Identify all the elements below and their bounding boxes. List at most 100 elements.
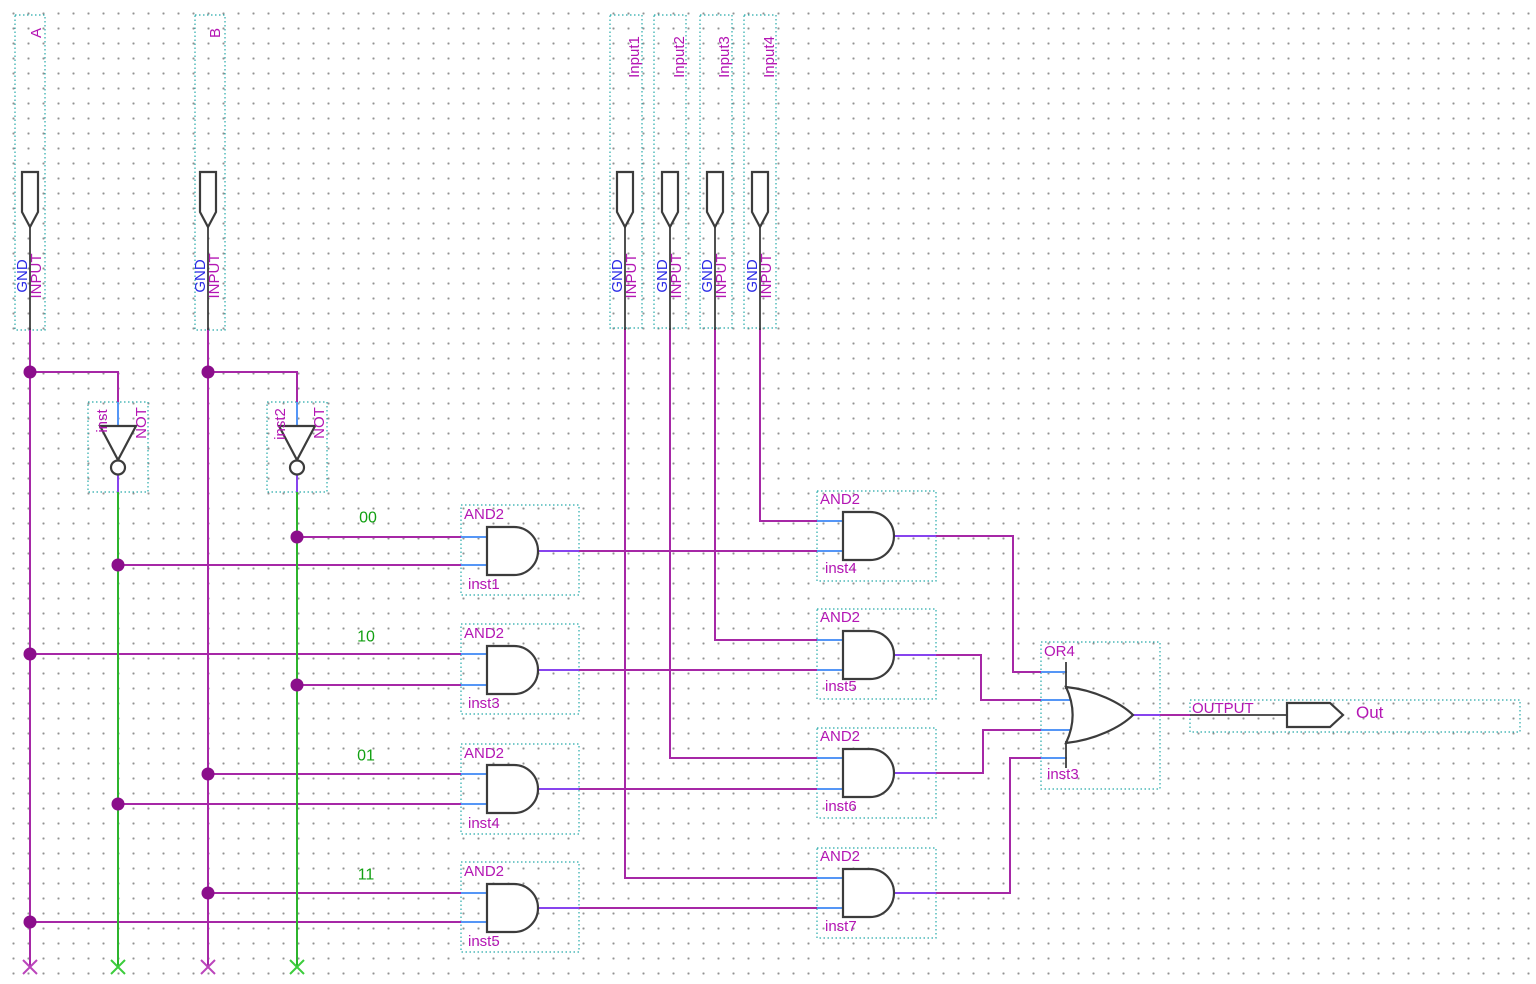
pin-out-symbol[interactable] [1285, 701, 1345, 729]
junction [23, 647, 37, 661]
pin-input2-symbol[interactable] [660, 170, 680, 230]
and-left4-stubs [461, 892, 487, 923]
or4-stubs [1041, 671, 1073, 759]
not1-inst-label[interactable]: inst [94, 409, 112, 433]
pin-name-b[interactable]: B [207, 27, 225, 39]
and-left2-stubs [461, 653, 487, 686]
pin-name-input4[interactable]: Input4 [761, 36, 779, 78]
pin-type-label: INPUT [623, 253, 641, 299]
selection-box-pin-b [194, 14, 226, 331]
minterm-label-00[interactable]: 00 [359, 509, 377, 527]
not2-inst-label[interactable]: inst2 [272, 408, 290, 440]
and-right4-gate[interactable] [841, 867, 896, 919]
output-pin-name[interactable]: Out [1356, 703, 1384, 722]
pin-b-symbol[interactable] [198, 170, 218, 230]
and-right1-stubs [817, 520, 843, 552]
junction [23, 915, 37, 929]
and-right3-inst-label[interactable]: inst6 [825, 798, 857, 815]
and-right3-stubs [817, 757, 843, 790]
junction [201, 365, 215, 379]
and-right2-type-label: AND2 [820, 609, 861, 626]
not1-type-label: NOT [133, 407, 151, 439]
pin-name-input2[interactable]: Input2 [671, 36, 689, 78]
junction [290, 678, 304, 692]
wire-andr3-to-or[interactable] [936, 729, 1041, 774]
selection-boxes [14, 14, 1521, 953]
wire-input4[interactable] [759, 328, 817, 522]
junction [201, 886, 215, 900]
or4-inst-label[interactable]: inst3 [1047, 766, 1079, 783]
wire-andr2-to-or[interactable] [936, 654, 1041, 701]
and-left3-stubs [461, 773, 487, 805]
open-end-markers [22, 959, 305, 975]
wire-input1[interactable] [624, 328, 817, 879]
wire-andr4-to-or[interactable] [936, 757, 1041, 894]
and-left2-type-label: AND2 [464, 625, 505, 642]
junction [290, 530, 304, 544]
pin-type-label: INPUT [758, 253, 776, 299]
pin-input1-symbol[interactable] [615, 170, 635, 230]
pin-type-label: INPUT [28, 253, 46, 299]
wire-junctions [23, 365, 304, 929]
pin-type-label: INPUT [713, 253, 731, 299]
pin-input3-symbol[interactable] [705, 170, 725, 230]
open-end-x [289, 959, 305, 975]
wires[interactable] [29, 328, 1190, 967]
open-end-x [110, 959, 126, 975]
and-right1-type-label: AND2 [820, 491, 861, 508]
not-gate-symbols[interactable] [98, 424, 317, 476]
and-right2-gate[interactable] [841, 629, 896, 681]
and-right3-type-label: AND2 [820, 728, 861, 745]
pin-type-label: INPUT [668, 253, 686, 299]
minterm-label-10[interactable]: 10 [357, 628, 375, 646]
and-right1-inst-label[interactable]: inst4 [825, 560, 857, 577]
pin-name-a[interactable]: A [28, 27, 46, 39]
or4-type-label: OR4 [1044, 643, 1075, 660]
minterm-label-01[interactable]: 01 [357, 747, 375, 765]
and-left1-gate[interactable] [485, 525, 540, 577]
and-left1-inst-label[interactable]: inst1 [468, 576, 500, 593]
and-right1-gate[interactable] [841, 510, 896, 562]
wire-input3[interactable] [714, 328, 817, 641]
junction [201, 767, 215, 781]
input-pin-symbols[interactable] [20, 170, 770, 330]
and-left3-gate[interactable] [485, 763, 540, 815]
junction [111, 797, 125, 811]
and-left4-type-label: AND2 [464, 863, 505, 880]
and-left2-inst-label[interactable]: inst3 [468, 695, 500, 712]
or4-gate[interactable] [1064, 685, 1135, 745]
pin-name-input1[interactable]: Input1 [626, 36, 644, 78]
or-gate-symbol[interactable] [1064, 662, 1135, 768]
and-left4-inst-label[interactable]: inst5 [468, 933, 500, 950]
and-left1-stubs [461, 536, 487, 566]
wire-b-to-not2[interactable] [208, 371, 298, 402]
and-right4-stubs [817, 877, 843, 909]
and-left4-gate[interactable] [485, 882, 540, 934]
pin-input4-symbol[interactable] [750, 170, 770, 230]
wire-andr1-to-or[interactable] [936, 535, 1041, 673]
pin-type-label: INPUT [206, 253, 224, 299]
and-right2-inst-label[interactable]: inst5 [825, 678, 857, 695]
open-end-x [200, 959, 216, 975]
and-left2-gate[interactable] [485, 644, 540, 696]
not1-gate[interactable] [98, 424, 138, 463]
wire-input2[interactable] [669, 328, 817, 759]
minterm-label-11[interactable]: 11 [357, 866, 375, 884]
not2-gate[interactable] [277, 424, 317, 463]
pin-a-symbol[interactable] [20, 170, 40, 230]
not2-type-label: NOT [311, 407, 329, 439]
pin-name-input3[interactable]: Input3 [716, 36, 734, 78]
and-left3-inst-label[interactable]: inst4 [468, 815, 500, 832]
and-right4-type-label: AND2 [820, 848, 861, 865]
junction [111, 558, 125, 572]
wire-a-to-not1[interactable] [30, 371, 119, 402]
and-gate-symbols[interactable] [485, 510, 896, 934]
junction [23, 365, 37, 379]
and-right4-inst-label[interactable]: inst7 [825, 918, 857, 935]
and-right3-gate[interactable] [841, 747, 896, 799]
not1-bubble [109, 459, 127, 476]
output-pin-symbol[interactable] [1190, 701, 1345, 729]
and-left1-type-label: AND2 [464, 506, 505, 523]
